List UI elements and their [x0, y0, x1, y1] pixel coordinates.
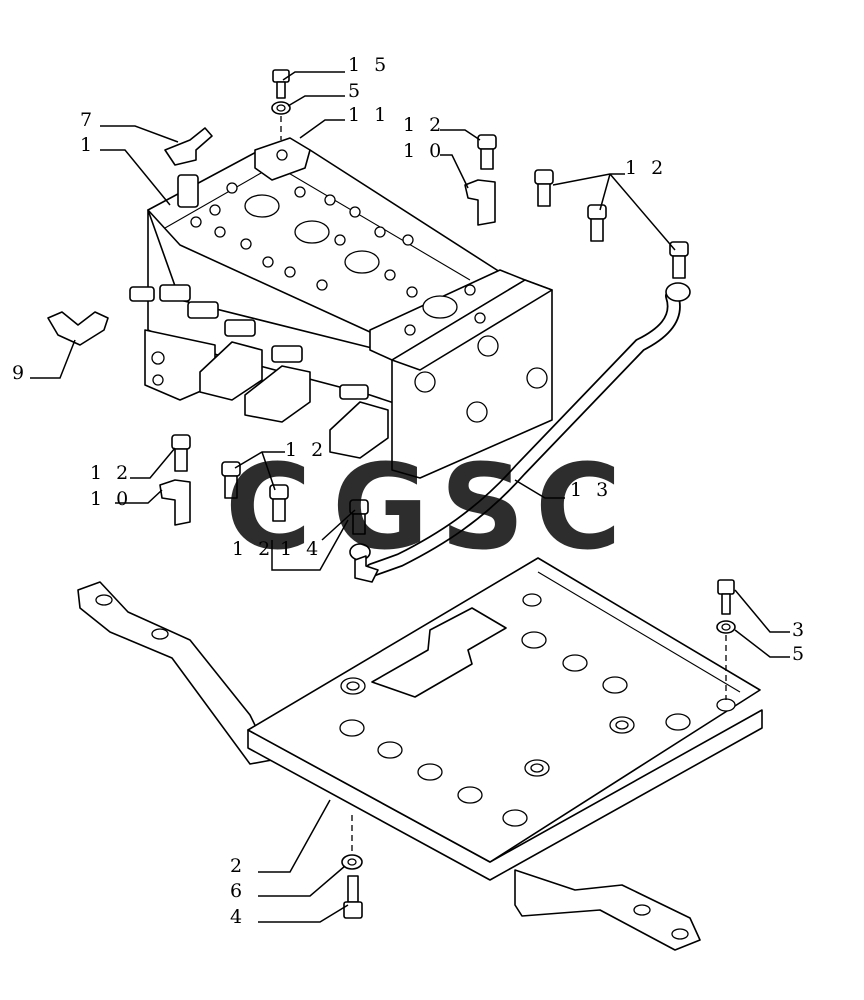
mounting-plate [77, 557, 763, 951]
watermark-letter-s: S [440, 438, 525, 576]
callout-12-middle: 1 2 [285, 439, 327, 461]
callout-12-right: 1 2 [625, 157, 667, 179]
end-plate-bolts [414, 335, 548, 423]
callout-2: 2 [230, 855, 246, 877]
watermark-letter-g: G [332, 438, 429, 576]
callout-3: 3 [792, 619, 808, 641]
top-bolts [244, 194, 458, 319]
watermark-letter-c1: C [225, 438, 312, 576]
callout-10-top: 1 0 [403, 140, 445, 162]
callout-12-bottom: 1 2 [232, 538, 274, 560]
callout-labels: 1 5 5 1 1 7 1 1 2 1 0 1 2 9 1 2 1 0 1 2 … [12, 54, 808, 928]
loose-fittings [47, 69, 736, 919]
callout-5-top: 5 [348, 80, 364, 102]
callout-14: 1 4 [280, 538, 322, 560]
callout-10-left: 1 0 [90, 488, 132, 510]
callout-1: 1 [80, 134, 96, 156]
hydraulic-hose [349, 282, 691, 583]
callout-12-top: 1 2 [403, 114, 445, 136]
callout-12-left: 1 2 [90, 462, 132, 484]
spool-caps [199, 341, 389, 459]
callout-15-top: 1 5 [348, 54, 390, 76]
callout-6: 6 [230, 880, 246, 902]
leader-lines [30, 71, 790, 923]
callout-11: 1 1 [348, 104, 390, 126]
control-valve-block [129, 137, 553, 479]
top-ports [190, 182, 486, 336]
callout-13: 1 3 [570, 479, 612, 501]
callout-5-right: 5 [792, 643, 808, 665]
watermark-logo: C G S C [225, 438, 622, 576]
callout-4: 4 [230, 906, 246, 928]
front-fittings [129, 284, 369, 400]
watermark-letter-c2: C [535, 438, 622, 576]
callout-9: 9 [12, 362, 28, 384]
callout-7: 7 [80, 109, 96, 131]
